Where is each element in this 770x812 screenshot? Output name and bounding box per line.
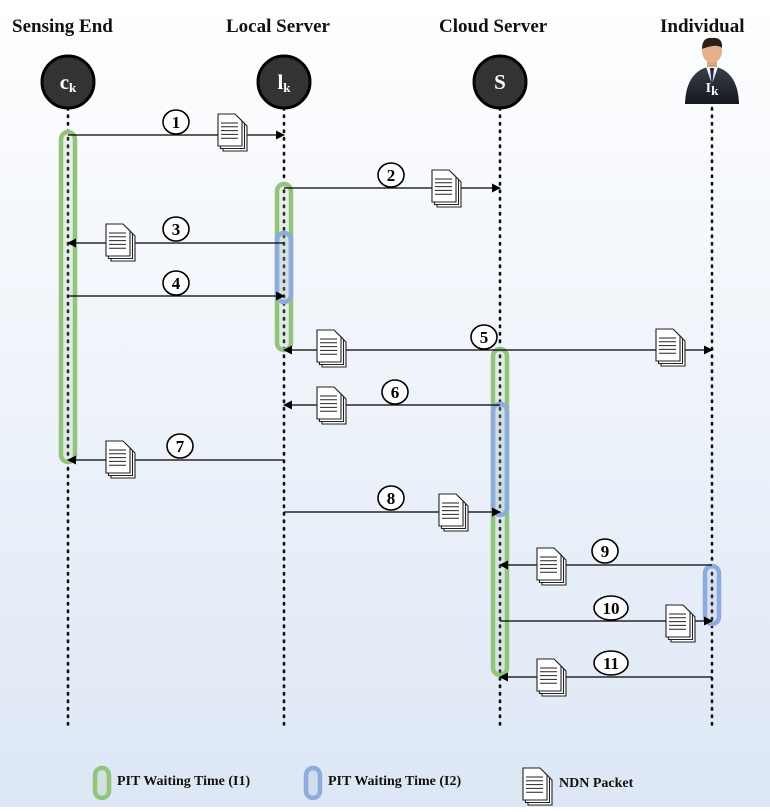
legend-packet-icon bbox=[522, 767, 553, 806]
pit1-bar-sensing bbox=[58, 129, 78, 465]
step-number-3: 3 bbox=[172, 220, 181, 239]
step-number-6: 6 bbox=[391, 383, 400, 402]
step-number-1: 1 bbox=[172, 113, 181, 132]
step-number-circle bbox=[162, 109, 190, 135]
ndn-packet-8 bbox=[438, 493, 469, 532]
legend-pit1-label: PIT Waiting Time (I1) bbox=[117, 774, 251, 789]
step-number-circle bbox=[162, 216, 190, 242]
ndn-packet-5-individual bbox=[655, 328, 686, 367]
legend-pit1-swatch bbox=[92, 765, 112, 801]
actor-node-local: lk bbox=[256, 54, 312, 110]
ndn-packet-1 bbox=[217, 113, 248, 152]
legend-pit2-swatch bbox=[303, 765, 323, 801]
pit2-bar-local bbox=[274, 230, 294, 305]
legend-packet-label: NDN Packet bbox=[559, 776, 634, 791]
step-number-circle bbox=[377, 162, 405, 188]
step-number-4: 4 bbox=[172, 274, 181, 293]
step-number-11: 11 bbox=[603, 654, 619, 673]
ndn-packet-6 bbox=[316, 386, 347, 425]
step-number-circle bbox=[591, 538, 619, 564]
pit2-bar-individual bbox=[702, 563, 722, 627]
step-number-circle bbox=[593, 595, 629, 621]
step-number-8: 8 bbox=[387, 489, 396, 508]
ndn-packet-10 bbox=[665, 604, 696, 643]
step-number-5: 5 bbox=[480, 328, 489, 347]
actor-title-local-server: Local Server bbox=[226, 16, 330, 37]
step-number-10: 10 bbox=[603, 599, 620, 618]
step-number-circle bbox=[593, 650, 629, 676]
actor-node-label-cloud: S bbox=[494, 70, 506, 94]
ndn-packet-9 bbox=[536, 547, 567, 586]
ndn-packet-5 bbox=[316, 329, 347, 368]
step-number-2: 2 bbox=[387, 166, 396, 185]
person-icon: Ik bbox=[685, 37, 739, 104]
step-number-circle bbox=[377, 485, 405, 511]
ndn-packet-11 bbox=[536, 658, 567, 697]
actor-title-cloud-server: Cloud Server bbox=[439, 16, 548, 37]
ndn-packet-7 bbox=[105, 440, 136, 479]
actor-title-sensing-end: Sensing End bbox=[12, 16, 113, 37]
ndn-packet-2 bbox=[431, 169, 462, 208]
actor-title-individual: Individual bbox=[660, 16, 745, 37]
step-number-circle bbox=[381, 379, 409, 405]
actor-node-label-individual: Ik bbox=[706, 81, 719, 98]
actor-node-cloud: S bbox=[472, 54, 528, 110]
legend-pit2-label: PIT Waiting Time (I2) bbox=[328, 774, 462, 789]
step-number-circle bbox=[470, 324, 498, 350]
step-number-7: 7 bbox=[176, 437, 185, 456]
step-number-circle bbox=[166, 433, 194, 459]
ndn-packet-3 bbox=[105, 223, 136, 262]
step-number-9: 9 bbox=[601, 542, 610, 561]
step-number-circle bbox=[162, 270, 190, 296]
actor-node-sensing: ck bbox=[40, 54, 96, 110]
pit2-bar-cloud bbox=[490, 401, 510, 518]
